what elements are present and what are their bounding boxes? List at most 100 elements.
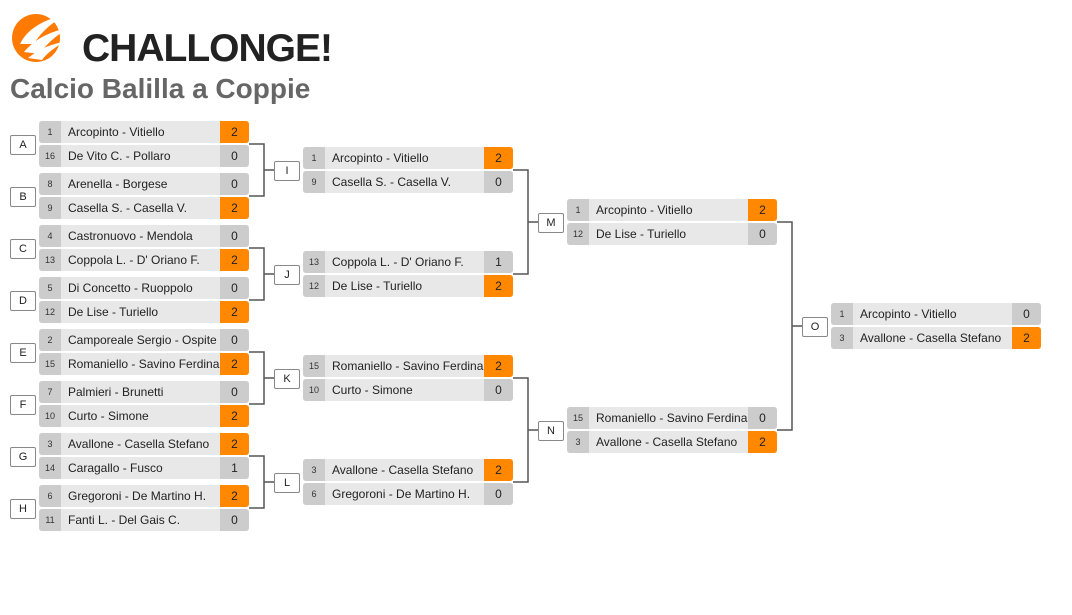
participant-seed: 1	[39, 121, 61, 143]
match-identifier-l[interactable]: L	[274, 473, 300, 493]
participant-name[interactable]: Arcopinto - Vitiello	[596, 203, 693, 217]
match-identifier-o[interactable]: O	[802, 317, 828, 337]
participant-name[interactable]: Romaniello - Savino Ferdinando	[332, 359, 484, 373]
participant-name[interactable]: Curto - Simone	[332, 383, 413, 397]
participant-name[interactable]: Fanti L. - Del Gais C.	[68, 513, 181, 527]
match-identifier-a[interactable]: A	[10, 135, 36, 155]
participant-name[interactable]: Arcopinto - Vitiello	[68, 125, 165, 139]
logo-text: CHALLONGE!	[82, 27, 333, 70]
winning-score: 2	[748, 199, 777, 221]
match-identifier-j[interactable]: J	[274, 265, 300, 285]
challonge-logo[interactable]: CHALLONGE!	[10, 10, 333, 70]
participant-name[interactable]: De Lise - Turiello	[68, 305, 159, 319]
match-identifier-k[interactable]: K	[274, 369, 300, 389]
participant-name[interactable]: Coppola L. - D' Oriano F.	[332, 255, 464, 269]
participant-name[interactable]: Palmieri - Brunetti	[68, 385, 164, 399]
match-identifier-n[interactable]: N	[538, 421, 564, 441]
participant-name[interactable]: Avallone - Casella Stefano	[860, 331, 1002, 345]
connector-i	[249, 143, 274, 197]
match-identifier-i[interactable]: I	[274, 161, 300, 181]
participant-score: 0	[220, 173, 249, 195]
match-identifier-c[interactable]: C	[10, 239, 36, 259]
match-identifier-b[interactable]: B	[10, 187, 36, 207]
match-identifier-g[interactable]: G	[10, 447, 36, 467]
participant-name[interactable]: De Vito C. - Pollaro	[68, 149, 171, 163]
match-identifier-d[interactable]: D	[10, 291, 36, 311]
match-identifier-m[interactable]: M	[538, 213, 564, 233]
participant-name[interactable]: Arcopinto - Vitiello	[860, 307, 957, 321]
winning-score: 2	[748, 431, 777, 453]
participant-name[interactable]: Caragallo - Fusco	[68, 461, 163, 475]
participant-name[interactable]: Gregoroni - De Martino H.	[332, 487, 471, 501]
match-identifier-e[interactable]: E	[10, 343, 36, 363]
participant-name[interactable]: Romaniello - Savino Ferdinando	[596, 411, 748, 425]
participant-name[interactable]: De Lise - Turiello	[332, 279, 423, 293]
participant-name[interactable]: Casella S. - Casella V.	[68, 201, 187, 215]
participant-name[interactable]: Arenella - Borgese	[68, 177, 168, 191]
participant-name[interactable]: Di Concetto - Ruoppolo	[68, 281, 193, 295]
participant-name[interactable]: Camporeale Sergio - Ospite	[68, 333, 217, 347]
participant-name[interactable]: Casella S. - Casella V.	[332, 175, 451, 189]
match-identifier-f[interactable]: F	[10, 395, 36, 415]
participant-name[interactable]: Avallone - Casella Stefano	[68, 437, 210, 451]
participant-name[interactable]: Curto - Simone	[68, 409, 149, 423]
participant-name[interactable]: Avallone - Casella Stefano	[596, 435, 738, 449]
participant-name[interactable]: Coppola L. - D' Oriano F.	[68, 253, 200, 267]
participant-name[interactable]: Arcopinto - Vitiello	[332, 151, 429, 165]
participant-name[interactable]: Avallone - Casella Stefano	[332, 463, 474, 477]
participant-seed: 13	[303, 251, 325, 273]
winning-score: 2	[484, 147, 513, 169]
participant-name[interactable]: Castronuovo - Mendola	[68, 229, 193, 243]
participant-name[interactable]: Gregoroni - De Martino H.	[68, 489, 207, 503]
participant-name[interactable]: De Lise - Turiello	[596, 227, 687, 241]
participant-name[interactable]: Romaniello - Savino Ferdinando	[68, 357, 220, 371]
match-identifier-h[interactable]: H	[10, 499, 36, 519]
participant-score: 0	[220, 509, 249, 531]
